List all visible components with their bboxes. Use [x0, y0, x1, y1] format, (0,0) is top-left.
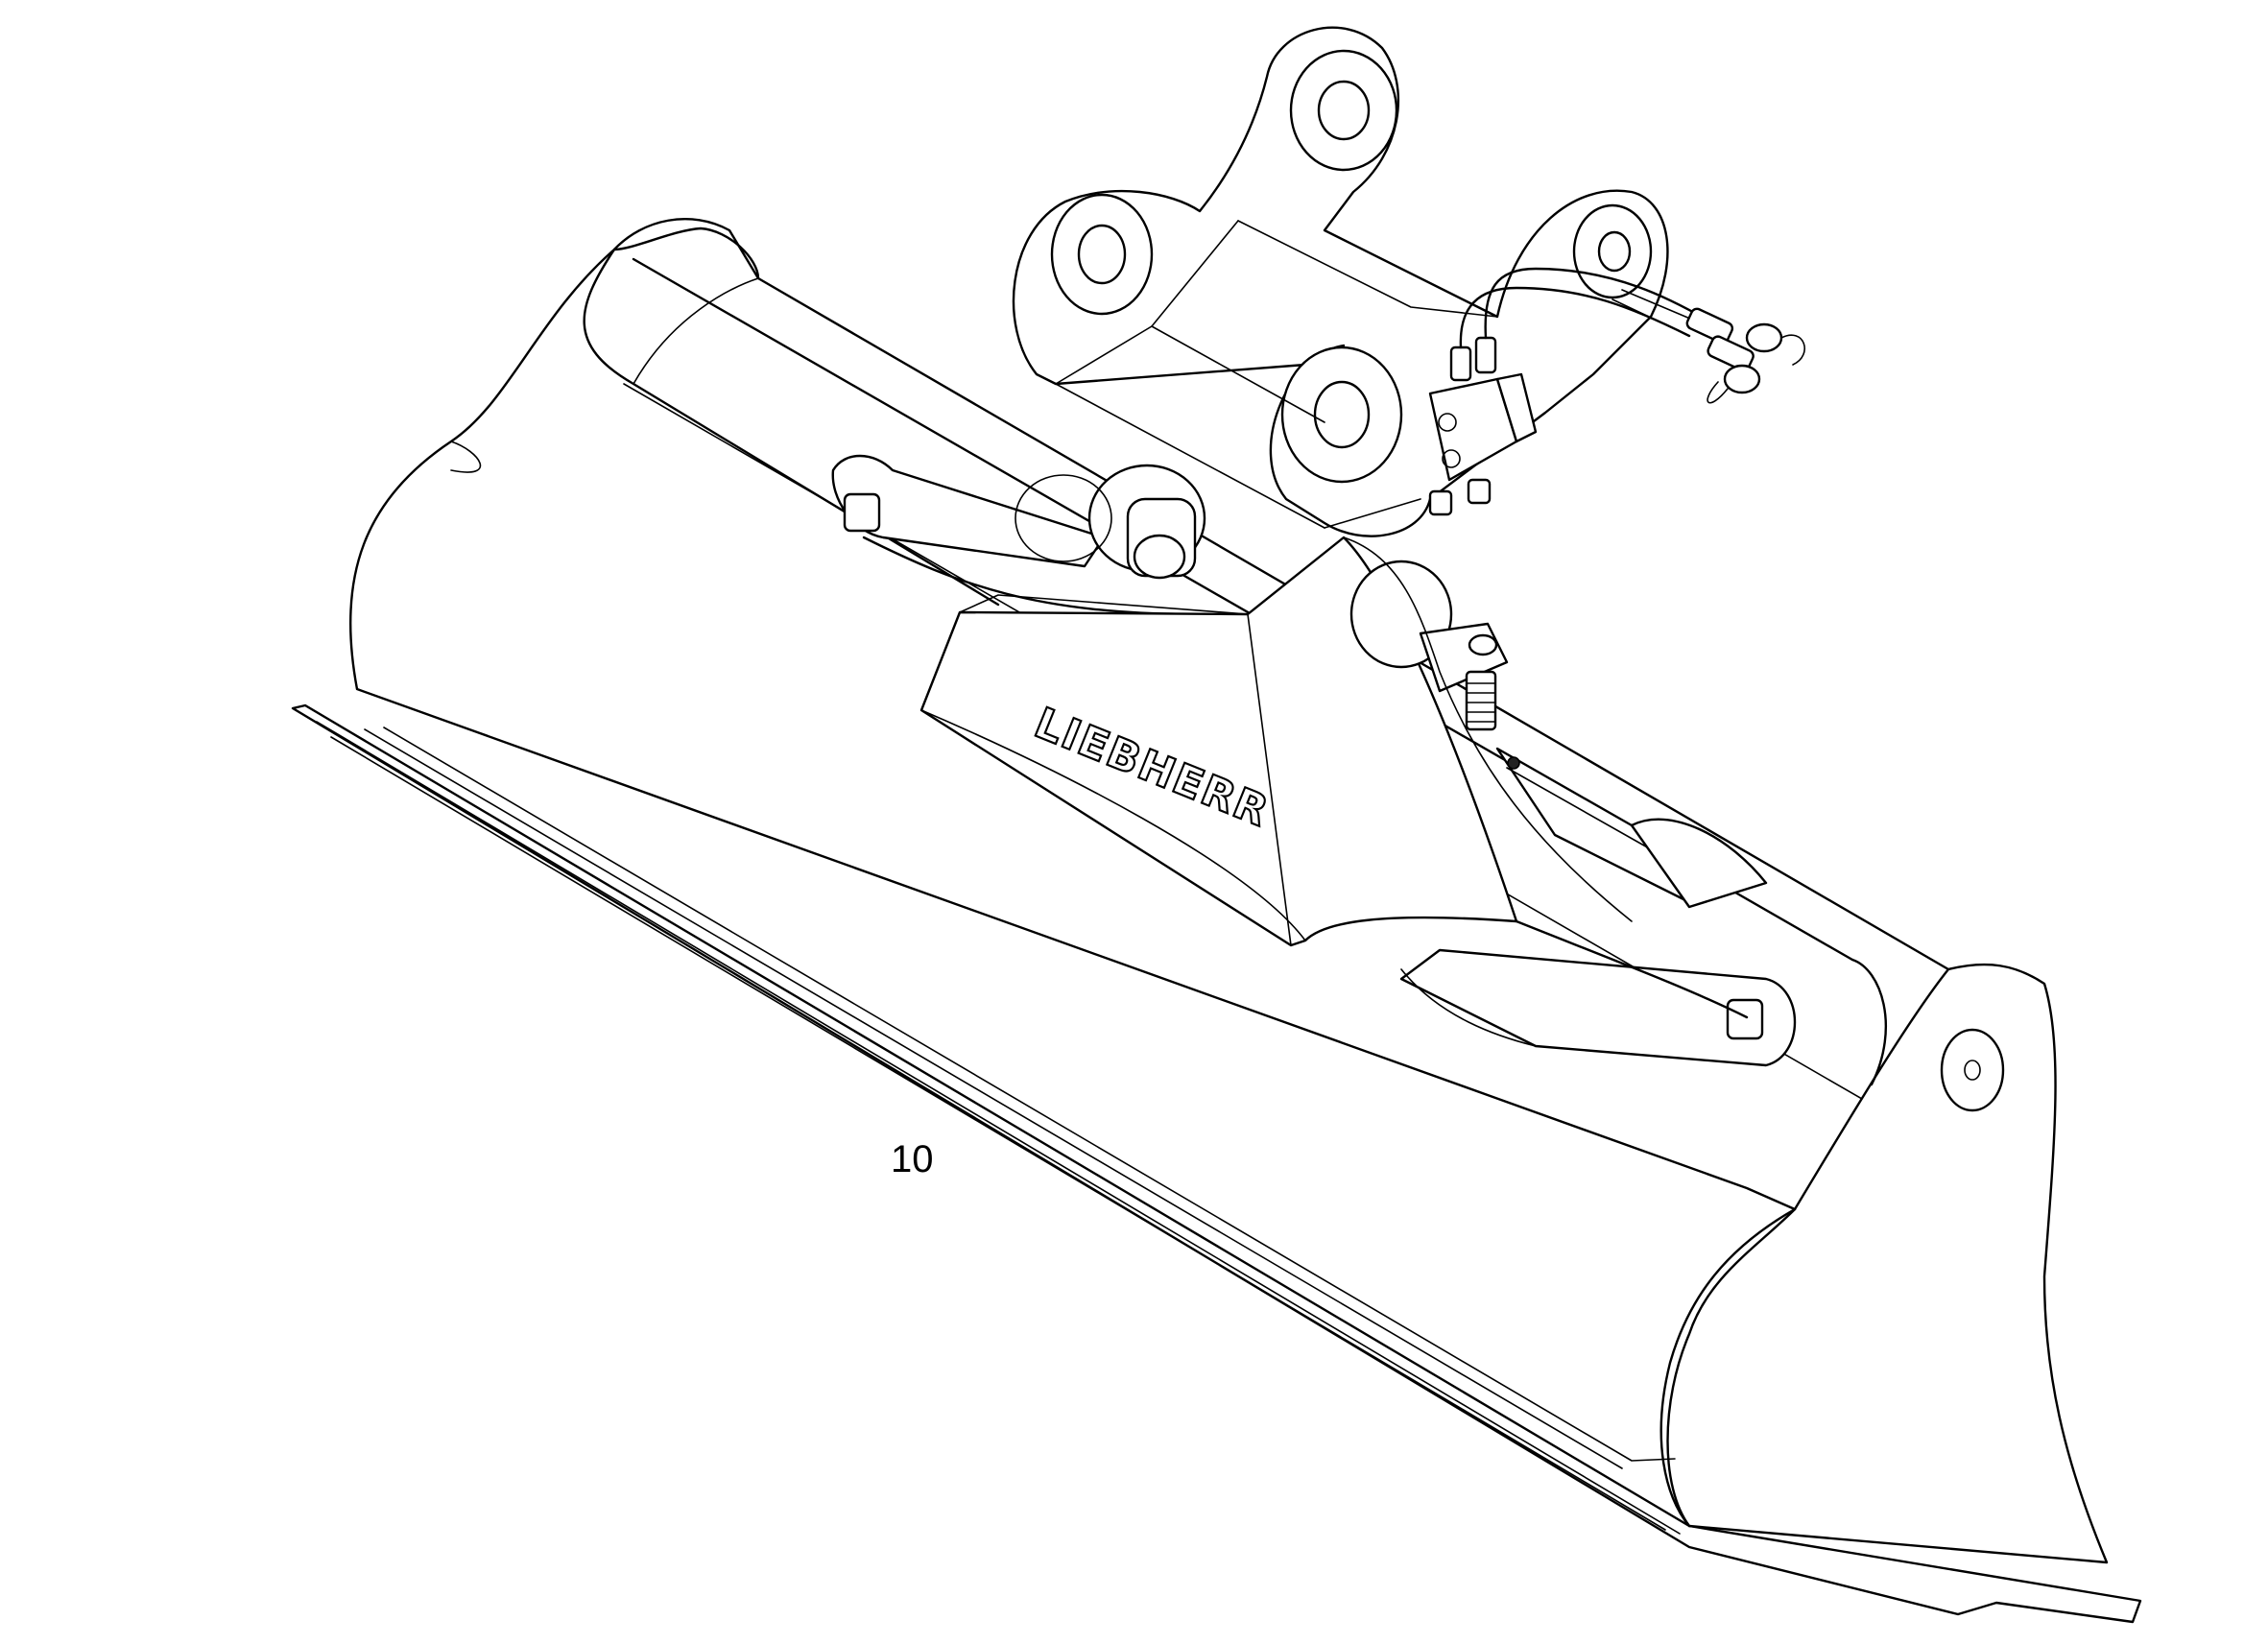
- bucket-end-rib-left: [612, 226, 760, 385]
- cutting-edge: [291, 703, 2142, 1624]
- part-callout-label: 10: [891, 1138, 934, 1180]
- right-arm: [1399, 948, 1797, 1067]
- right-pivot-joint: [1349, 560, 1509, 731]
- hydraulic-hoses: [1459, 267, 1805, 404]
- mounting-bracket: [1012, 26, 1669, 537]
- left-pivot-joint: [1015, 464, 1206, 580]
- bucket-back-plate: [1343, 536, 1749, 1047]
- valve-block: [1428, 336, 1538, 516]
- swivel-cylinder: [1495, 747, 1768, 909]
